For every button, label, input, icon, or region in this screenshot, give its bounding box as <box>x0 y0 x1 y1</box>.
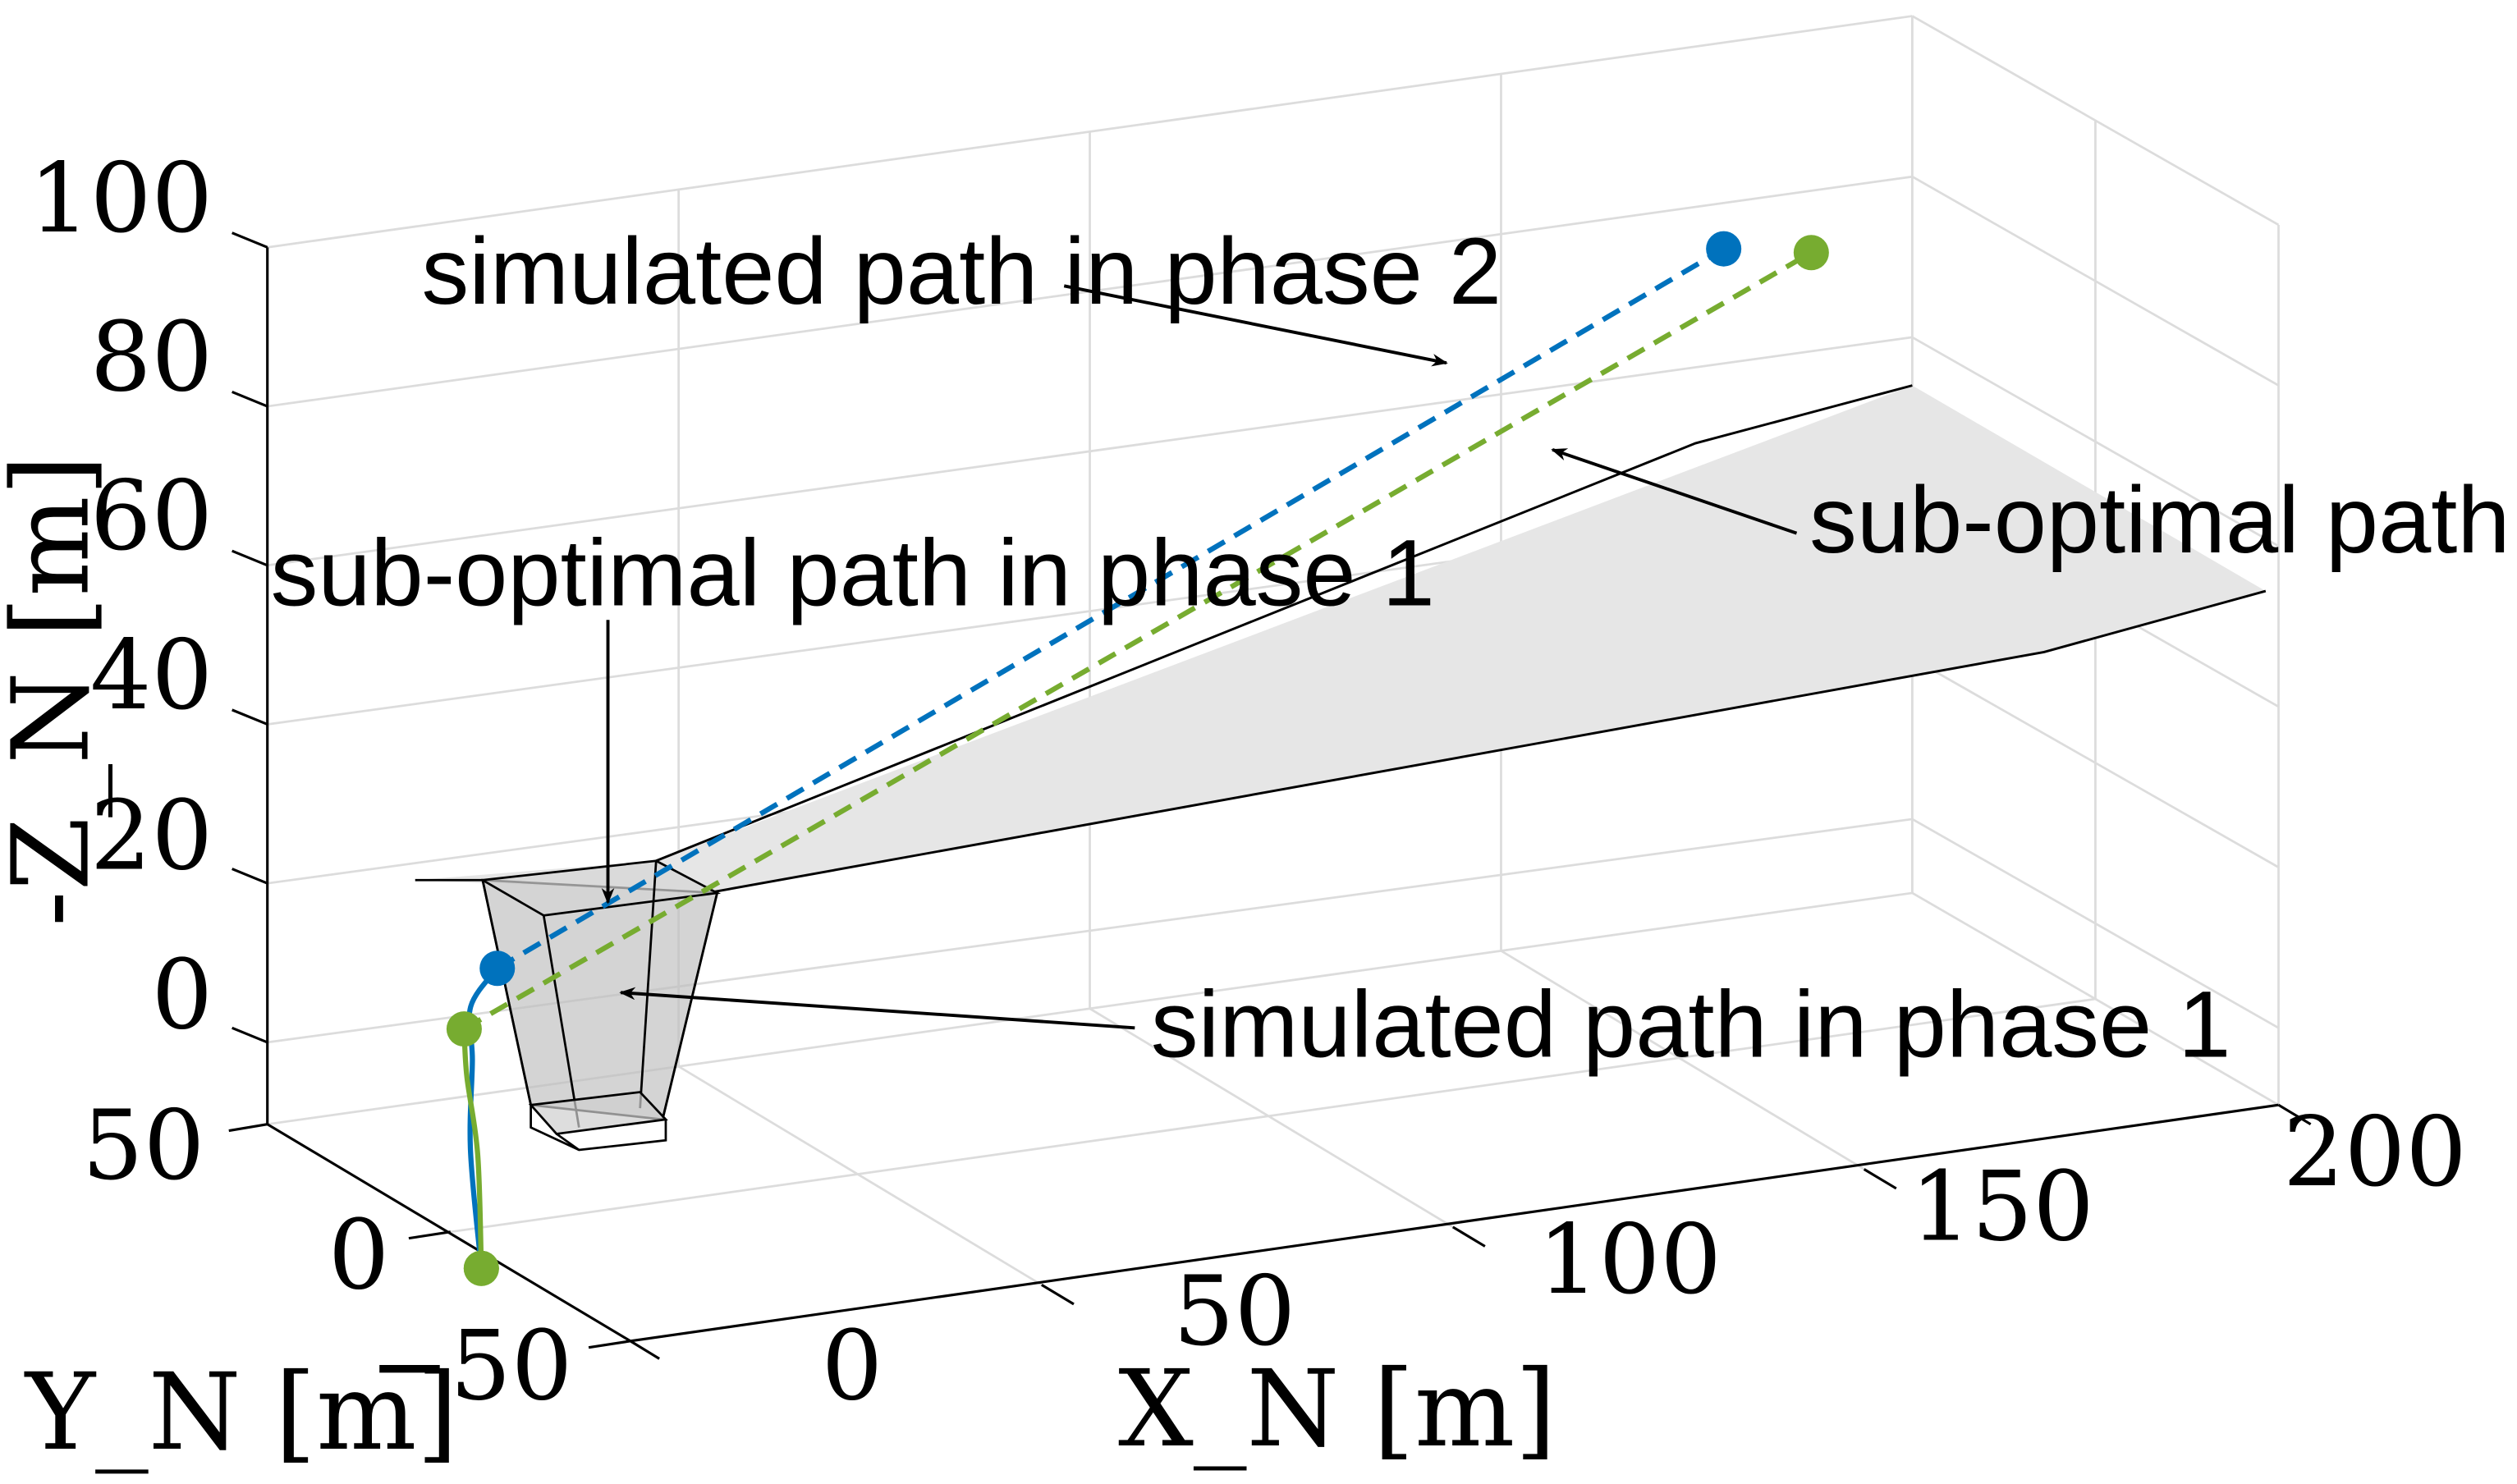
arrow-phase2-suboptimal <box>1551 448 1798 535</box>
phase2-corridor <box>415 384 2267 895</box>
x-axis-label: X_N [m] <box>1118 1348 1557 1471</box>
axes <box>228 231 2312 1360</box>
arrow-phase2-simulated <box>1063 284 1448 367</box>
series-line-1 <box>466 966 500 1269</box>
y-tick-label: 0 <box>328 1198 390 1311</box>
y-axis-label: Y_N [m] <box>24 1351 458 1474</box>
x-tick-label: 200 <box>2283 1096 2467 1208</box>
y-tick-label: 50 <box>82 1089 204 1202</box>
series-endpoint-3 <box>1706 231 1742 267</box>
z-tick-label: 100 <box>29 142 213 254</box>
series-line-2 <box>461 1028 484 1269</box>
z-tick-labels: 100 80 60 40 20 0 <box>29 142 213 1051</box>
z-tick-label: 0 <box>151 938 213 1051</box>
z-tick-label: 40 <box>90 619 213 731</box>
x-tick-label: 150 <box>1910 1151 2094 1263</box>
series-layer <box>446 231 1829 1286</box>
annotation-phase1-simulated: simulated path in phase 1 <box>1151 972 2231 1078</box>
arrow-phase1-simulated <box>619 987 1135 1030</box>
series-line-4 <box>462 250 1813 1032</box>
series-line-3 <box>496 246 1726 971</box>
z-axis-label: -Z_N [m] <box>0 455 113 927</box>
x-tick-label: 100 <box>1538 1203 1722 1316</box>
annotations: simulated path in phase 2 sub-optimal pa… <box>271 218 2517 1078</box>
x-tick-labels: 0 50 100 150 200 <box>822 1096 2467 1422</box>
series-endpoint-4 <box>1793 235 1829 271</box>
z-tick-label: 20 <box>90 780 213 892</box>
x-tick-label: 0 <box>822 1309 883 1422</box>
z-tick-label: 80 <box>90 300 213 413</box>
y-tick-labels: 50 0 −50 <box>82 1089 572 1422</box>
series-startpoint-2 <box>463 1250 499 1286</box>
y-tick-label: −50 <box>369 1309 573 1422</box>
x-tick-label: 50 <box>1173 1255 1295 1367</box>
series-endpoint-2 <box>446 1011 482 1047</box>
series-endpoint-1 <box>479 950 516 987</box>
annotation-phase1-suboptimal: sub-optimal path in phase 1 <box>271 520 1435 626</box>
annotation-phase2-suboptimal: sub-optimal path in phase 2 <box>1809 467 2517 573</box>
annotation-phase2-simulated: simulated path in phase 2 <box>422 218 1502 324</box>
z-tick-label: 60 <box>90 460 213 572</box>
